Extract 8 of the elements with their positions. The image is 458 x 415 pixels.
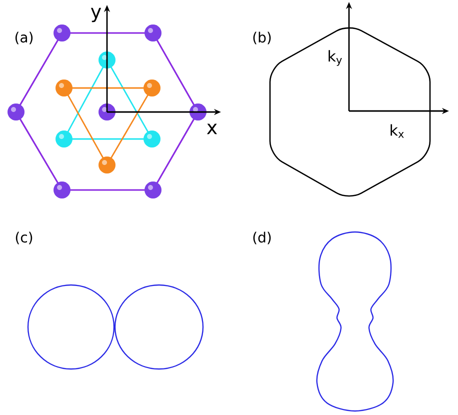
panel-label: (b)	[253, 32, 271, 44]
axis-label: x	[206, 124, 217, 134]
axis-label: k$_{x}$	[390, 124, 404, 138]
axis-label: y	[90, 8, 102, 22]
axis-label: k$_{y}$	[328, 50, 342, 66]
panel-label: (d)	[253, 232, 271, 244]
panel-label: (a)	[15, 32, 33, 44]
panel-label: (c)	[16, 232, 32, 244]
